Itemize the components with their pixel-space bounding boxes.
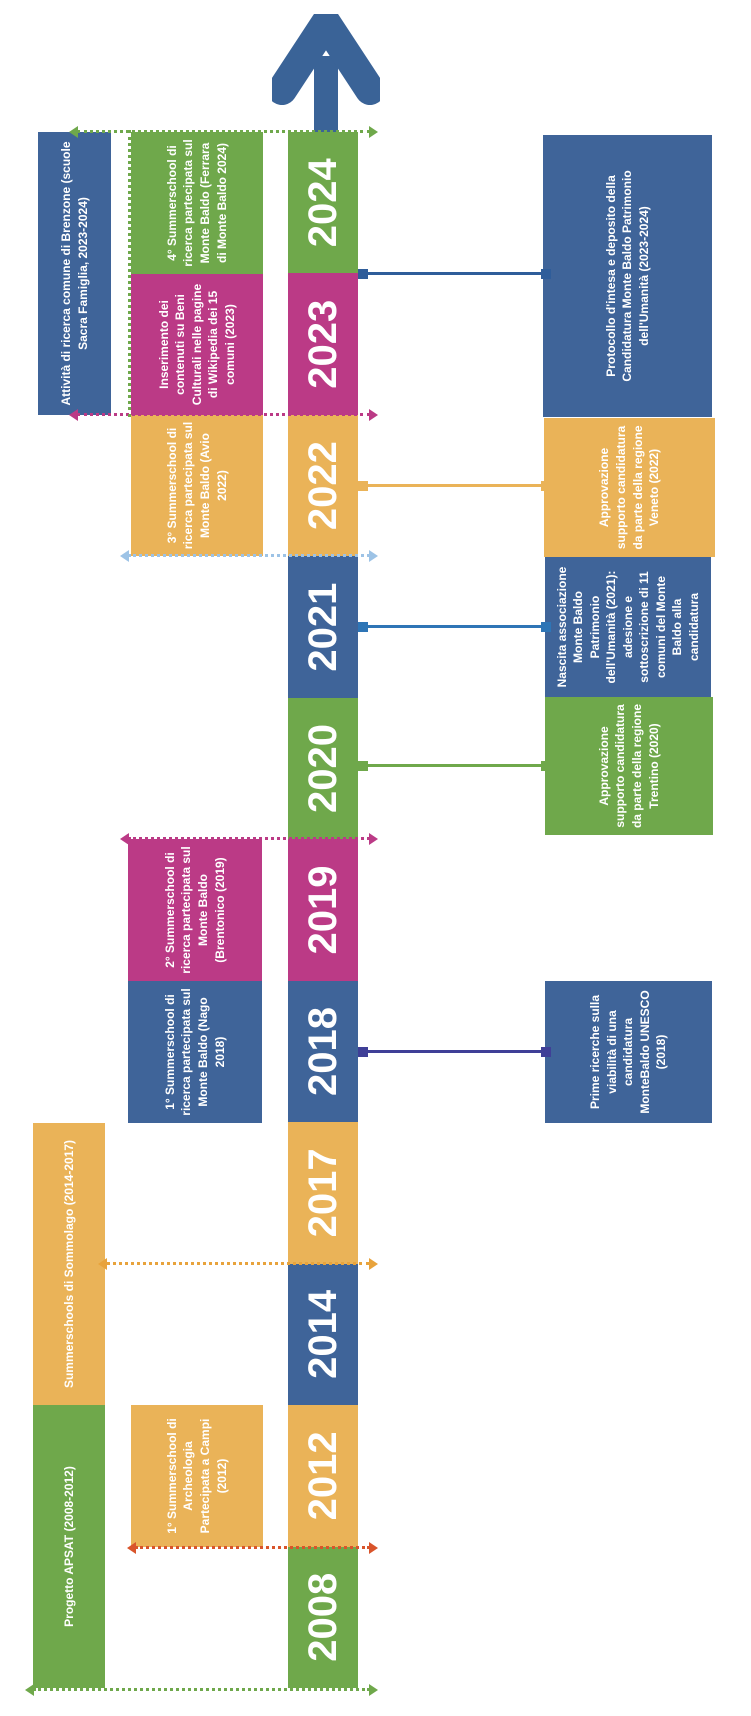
event-label: Attività di ricerca comune di Brenzone (… bbox=[58, 141, 90, 406]
year-segment-2023: 2023 bbox=[288, 273, 358, 415]
year-segment-2012: 2012 bbox=[288, 1405, 358, 1547]
range-arrow-icon bbox=[369, 1258, 378, 1270]
connector-endpoint bbox=[541, 481, 551, 491]
year-label: 2020 bbox=[300, 724, 345, 814]
year-label: 2023 bbox=[300, 299, 345, 389]
connector-nascita-associazione bbox=[359, 625, 545, 629]
connector-endpoint bbox=[358, 481, 368, 491]
range-line-group-2023-2024 bbox=[127, 130, 131, 417]
timeline-bar: 2008 2012 2014 2017 2018 2019 2020 2021 2022 2023… bbox=[288, 132, 358, 1688]
connector-prime-ricerche bbox=[359, 1050, 545, 1054]
event-box-brenzone: Attività di ricerca comune di Brenzone (… bbox=[38, 132, 111, 415]
range-line-boundary-2019-2020 bbox=[128, 837, 370, 841]
year-segment-2019: 2019 bbox=[288, 839, 358, 981]
year-label: 2021 bbox=[300, 582, 345, 672]
range-line-boundary-2008-2012 bbox=[135, 1546, 370, 1550]
event-box-campi: 1° Summerschool di Archeologia Partecipa… bbox=[131, 1405, 263, 1547]
event-box-inserimento: Inserimento dei contenuti su Beni Cultur… bbox=[131, 274, 263, 415]
event-label: 1° Summerschool di ricerca partecipata s… bbox=[162, 988, 227, 1116]
range-arrow-icon bbox=[25, 1684, 34, 1696]
year-label: 2017 bbox=[300, 1148, 345, 1238]
range-line-boundary-2022-2023 bbox=[77, 413, 370, 417]
year-label: 2024 bbox=[300, 158, 345, 248]
year-segment-2021: 2021 bbox=[288, 556, 358, 698]
range-arrow-icon bbox=[369, 833, 378, 845]
connector-veneto bbox=[359, 484, 545, 488]
range-arrow-icon bbox=[120, 550, 129, 562]
event-box-sommolago: Summerschools di Sommolago (2014-2017) bbox=[33, 1123, 105, 1405]
year-segment-2008: 2008 bbox=[288, 1546, 358, 1688]
timeline-arrow-icon bbox=[272, 14, 380, 134]
event-label: Approvazione supporto candidatura da par… bbox=[597, 425, 662, 550]
event-box-trentino: Approvazione supporto candidatura da par… bbox=[545, 697, 713, 835]
connector-endpoint bbox=[358, 622, 368, 632]
range-arrow-icon bbox=[69, 409, 78, 421]
connector-protocollo bbox=[359, 272, 545, 276]
year-segment-2022: 2022 bbox=[288, 414, 358, 557]
range-line-boundary-2021-2022 bbox=[128, 554, 370, 558]
event-box-veneto: Approvazione supporto candidatura da par… bbox=[544, 418, 715, 557]
connector-endpoint bbox=[541, 269, 551, 279]
connector-endpoint bbox=[358, 1047, 368, 1057]
event-label: 1° Summerschool di Archeologia Partecipa… bbox=[164, 1418, 229, 1534]
connector-endpoint bbox=[358, 269, 368, 279]
year-segment-2024: 2024 bbox=[288, 132, 358, 274]
event-box-brentonico: 2° Summerschool di ricerca partecipata s… bbox=[128, 839, 262, 981]
year-label: 2012 bbox=[300, 1431, 345, 1521]
year-label: 2014 bbox=[300, 1289, 345, 1379]
range-arrow-icon bbox=[369, 409, 378, 421]
year-label: 2008 bbox=[300, 1572, 345, 1662]
connector-endpoint bbox=[541, 622, 551, 632]
event-box-ferrara: 4° Summerschool di ricerca partecipata s… bbox=[131, 132, 263, 274]
event-label: Summerschools di Sommolago (2014-2017) bbox=[61, 1139, 76, 1389]
connector-endpoint bbox=[541, 1047, 551, 1057]
event-label: Prime ricerche sulla viabilità di una ca… bbox=[588, 990, 669, 1114]
connector-trentino bbox=[359, 764, 545, 768]
event-label: 4° Summerschool di ricerca partecipata s… bbox=[164, 139, 229, 267]
range-arrow-icon bbox=[127, 1542, 136, 1554]
range-arrow-icon bbox=[369, 1684, 378, 1696]
connector-endpoint bbox=[541, 761, 551, 771]
event-label: 2° Summerschool di ricerca partecipata s… bbox=[162, 846, 227, 974]
event-label: Inserimento dei contenuti su Beni Cultur… bbox=[156, 283, 237, 406]
range-arrow-icon bbox=[98, 1258, 107, 1270]
range-line-boundary-2014-2017 bbox=[106, 1262, 370, 1266]
year-segment-2020: 2020 bbox=[288, 697, 358, 840]
event-label: 3° Summerschool di ricerca partecipata s… bbox=[164, 421, 229, 550]
range-line-start-2008 bbox=[33, 1688, 370, 1692]
event-box-nago: 1° Summerschool di ricerca partecipata s… bbox=[128, 981, 262, 1123]
year-segment-2018: 2018 bbox=[288, 980, 358, 1123]
event-box-prime-ricerche: Prime ricerche sulla viabilità di una ca… bbox=[545, 981, 712, 1123]
event-label: Progetto APSAT (2008-2012) bbox=[61, 1466, 76, 1627]
range-arrow-icon bbox=[69, 126, 78, 138]
event-label: Nascita associazione Monte Baldo Patrimo… bbox=[554, 566, 701, 688]
event-box-avio: 3° Summerschool di ricerca partecipata s… bbox=[131, 415, 263, 556]
connector-endpoint bbox=[358, 761, 368, 771]
year-segment-2017: 2017 bbox=[288, 1122, 358, 1264]
range-arrow-icon bbox=[369, 126, 378, 138]
event-label: Approvazione supporto candidatura da par… bbox=[596, 703, 661, 829]
range-arrow-icon bbox=[369, 550, 378, 562]
range-line-end-2024 bbox=[77, 130, 370, 134]
year-label: 2022 bbox=[300, 441, 345, 531]
event-label: Protocollo d'intesa e deposito della Can… bbox=[603, 170, 651, 382]
range-arrow-icon bbox=[369, 1542, 378, 1554]
range-arrow-icon bbox=[120, 833, 129, 845]
event-box-apsat: Progetto APSAT (2008-2012) bbox=[33, 1405, 105, 1688]
event-box-protocollo: Protocollo d'intesa e deposito della Can… bbox=[543, 135, 712, 417]
year-label: 2018 bbox=[300, 1006, 345, 1096]
year-segment-2014: 2014 bbox=[288, 1263, 358, 1406]
year-label: 2019 bbox=[300, 865, 345, 955]
event-box-nascita-associazione: Nascita associazione Monte Baldo Patrimo… bbox=[545, 557, 711, 697]
